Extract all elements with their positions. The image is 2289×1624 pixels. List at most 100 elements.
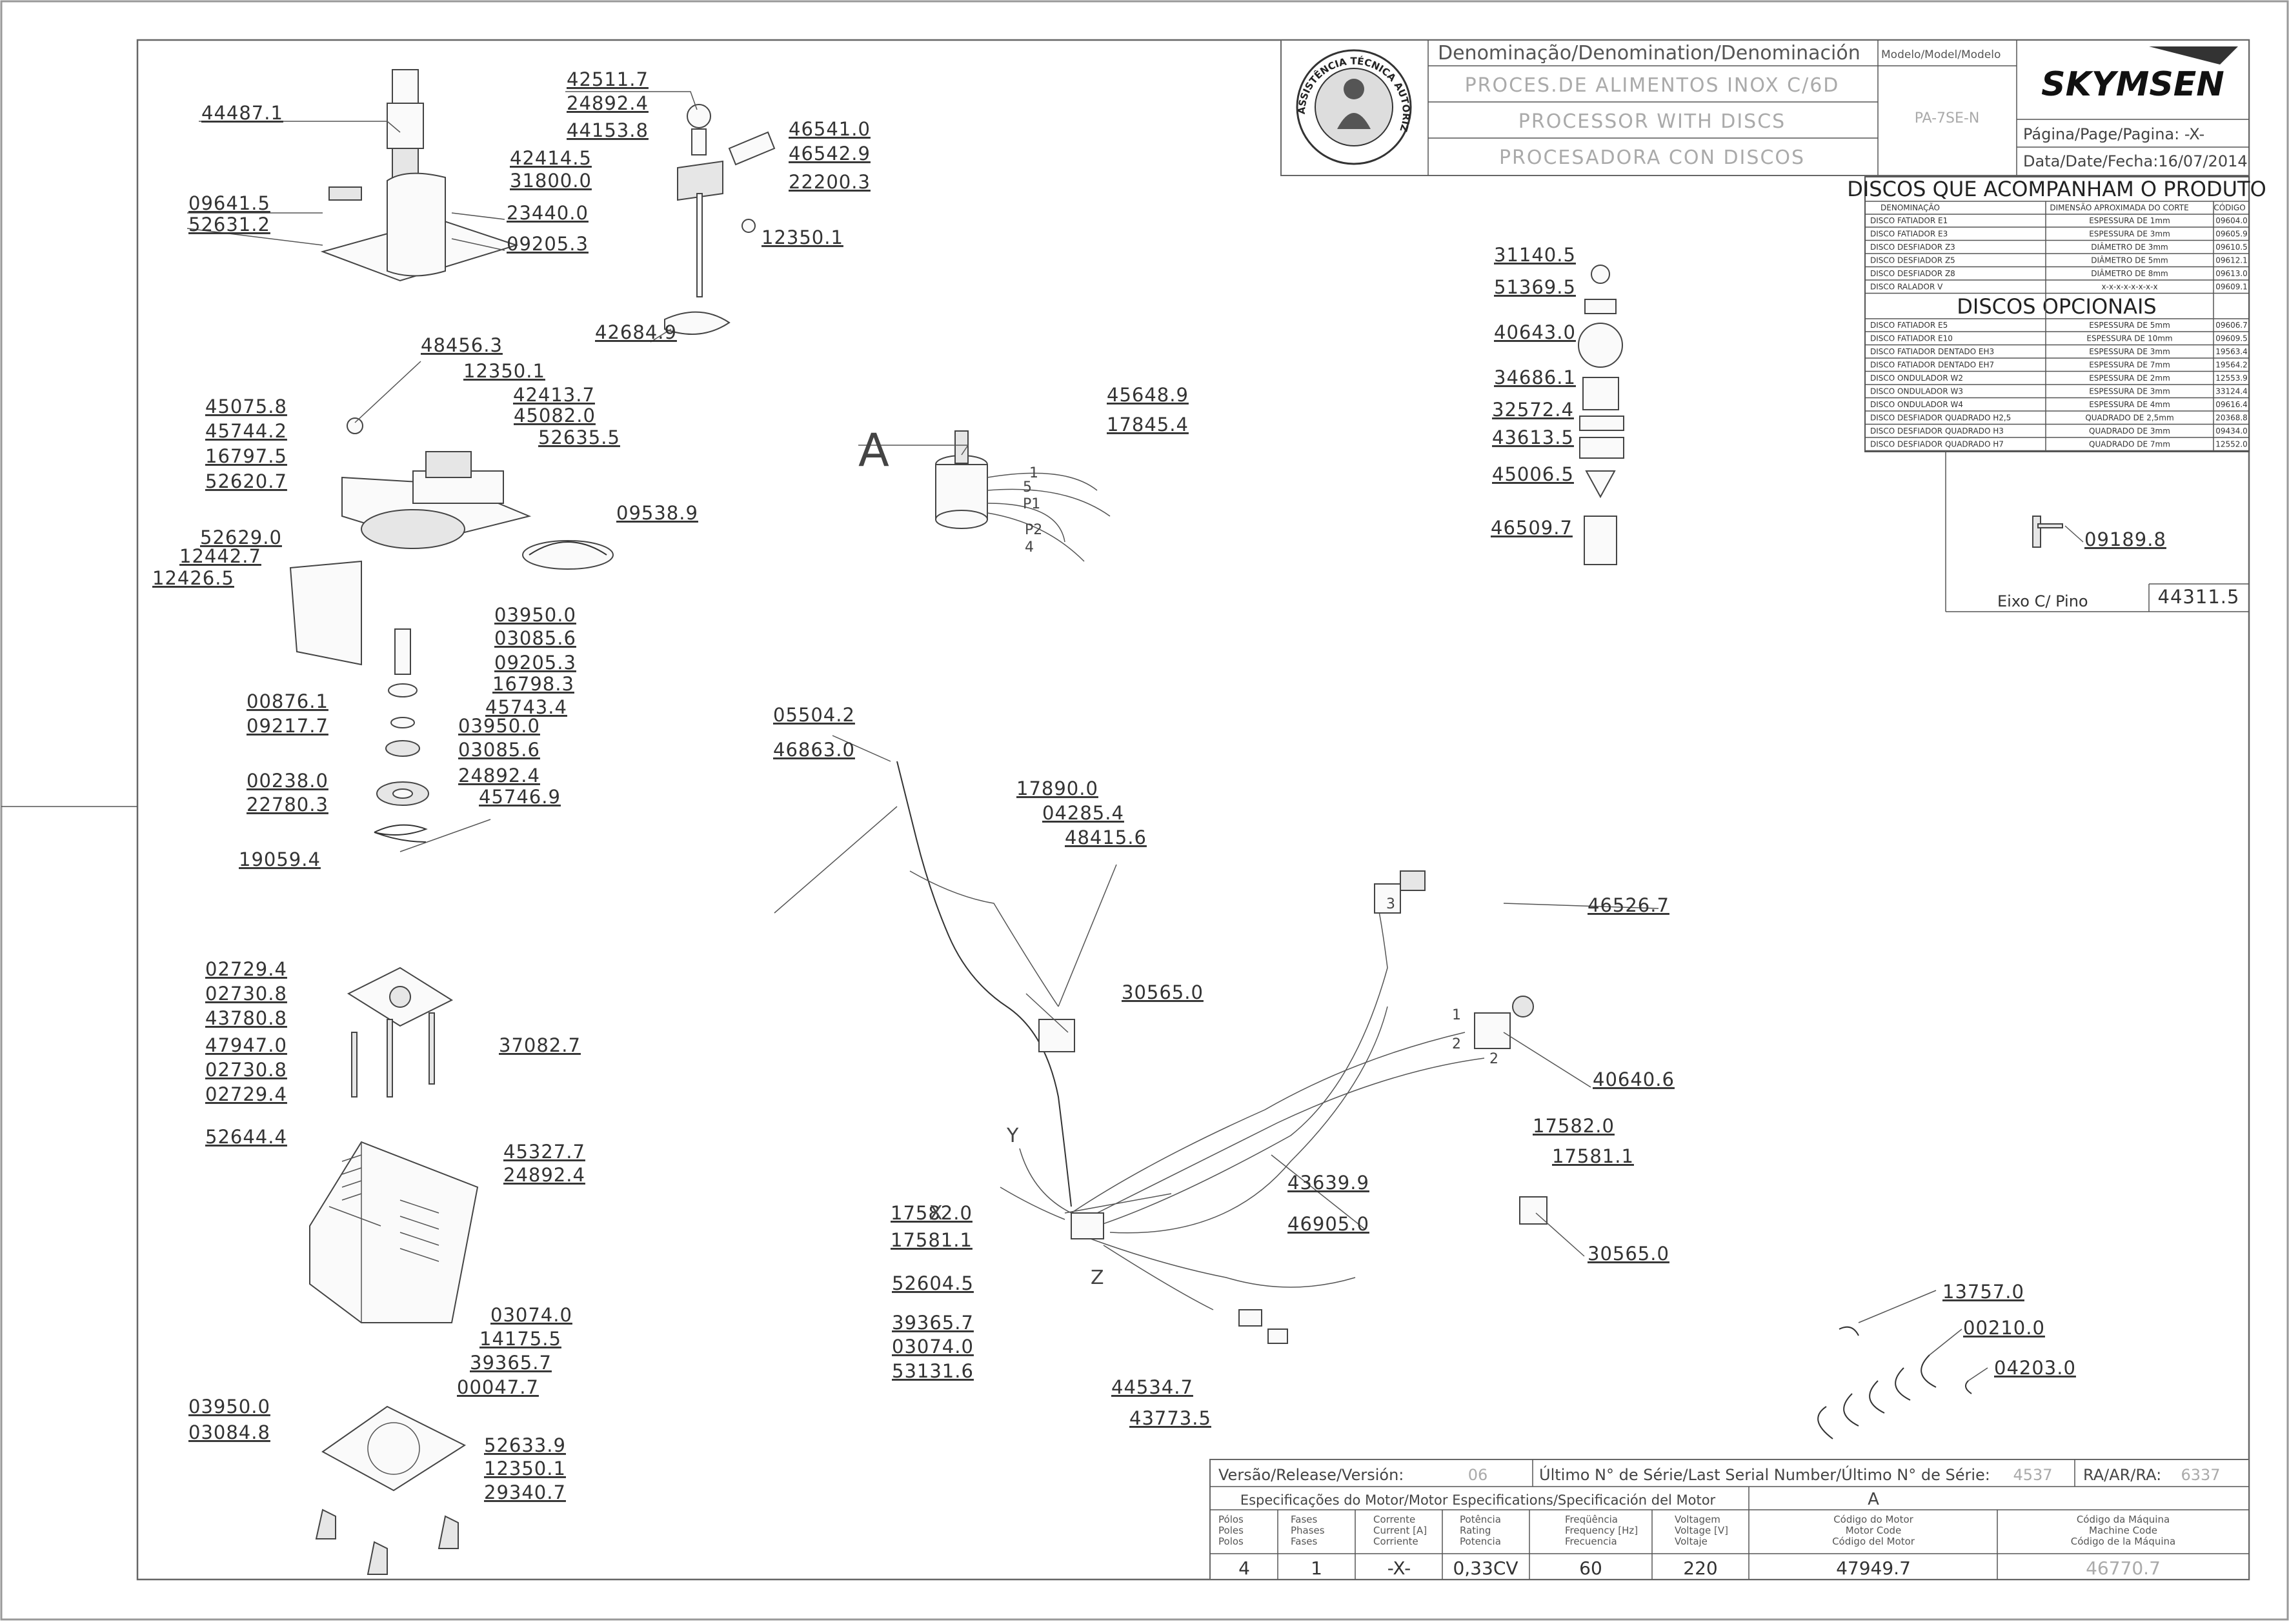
part-label: 43773.5 <box>1129 1407 1211 1429</box>
ra-label: RA/AR/RA: <box>2083 1466 2161 1484</box>
part-label: 43639.9 <box>1287 1172 1369 1194</box>
disc-dimension: ESPESSURA DE 3mm <box>2089 387 2170 396</box>
disc-code: 09606.7 <box>2215 321 2248 330</box>
labels-and-stickers <box>1578 265 1624 565</box>
disc-name: DISCO ONDULADOR W2 <box>1870 374 1963 383</box>
spec-header: Voltagem <box>1675 1514 1720 1525</box>
part-label: 39365.7 <box>892 1312 974 1334</box>
part-label: 46541.0 <box>789 118 871 140</box>
disc-name: DISCO DESFIADOR Z5 <box>1870 256 1955 265</box>
ra-value: 6337 <box>2181 1466 2220 1484</box>
disc-name: DISCO FATIADOR DENTADO EH3 <box>1870 347 1994 356</box>
disc-dimension: ESPESSURA DE 3mm <box>2089 230 2170 239</box>
spec-header: Código de la Máquina <box>2071 1536 2175 1547</box>
part-label: 52633.9 <box>484 1434 566 1456</box>
part-label: 32572.4 <box>1492 399 1574 421</box>
part-label: 03085.6 <box>494 627 576 649</box>
disc-dimension: x-x-x-x-x-x-x-x <box>2101 283 2157 292</box>
title-block: ASSISTÊNCIA TÉCNICA AUTORIZADA Denominaç… <box>0 0 2250 176</box>
part-label: 46526.7 <box>1588 894 1669 916</box>
part-label: 02730.8 <box>205 1059 287 1081</box>
part-label: 52604.5 <box>892 1272 974 1294</box>
spec-header: Phases <box>1291 1525 1325 1536</box>
shaft-part-number: 09189.8 <box>2084 528 2166 550</box>
wire-mark: 2 <box>1452 1036 1461 1052</box>
part-label: 48456.3 <box>421 334 503 356</box>
part-label: 04203.0 <box>1994 1357 2076 1379</box>
disc-name: DISCO FATIADOR E1 <box>1870 216 1948 225</box>
part-label: 37082.7 <box>499 1034 581 1056</box>
part-label: 44153.8 <box>567 119 649 141</box>
model-header: Modelo/Model/Modelo <box>1881 48 2001 61</box>
drive-shaft-and-bearings <box>374 628 429 843</box>
disc-dimension: ESPESSURA DE 1mm <box>2089 216 2170 225</box>
spec-header: Polos <box>1218 1536 1244 1547</box>
part-label: 12350.1 <box>484 1458 566 1479</box>
part-label: 00210.0 <box>1963 1317 2045 1339</box>
part-label: 02729.4 <box>205 1083 287 1105</box>
spec-header: Poles <box>1218 1525 1244 1536</box>
pusher-assembly <box>664 104 776 335</box>
spec-header: Fases <box>1291 1536 1317 1547</box>
motor-letter: A <box>1868 1490 1879 1509</box>
version-label: Versão/Release/Versión: <box>1218 1466 1404 1484</box>
disc-code: 09605.9 <box>2215 230 2248 239</box>
spec-value: 220 <box>1683 1558 1717 1579</box>
part-label: 03085.6 <box>458 739 540 761</box>
disc-dimension: DIÂMETRO DE 5mm <box>2091 256 2168 265</box>
spec-header: Potencia <box>1460 1536 1501 1547</box>
serial-value: 4537 <box>2013 1466 2052 1484</box>
part-label: 03950.0 <box>458 715 540 737</box>
part-label: 46542.9 <box>789 143 871 165</box>
product-name-en: PROCESSOR WITH DISCS <box>1518 110 1786 133</box>
part-label: 09205.3 <box>494 652 576 674</box>
part-label: 14175.5 <box>479 1328 561 1350</box>
brand-name: SKYMSEN <box>2041 65 2224 104</box>
part-label: 46863.0 <box>773 739 855 761</box>
disc-code: 09604.0 <box>2215 216 2248 225</box>
disc-name: DISCO FATIADOR E3 <box>1870 230 1948 239</box>
part-label: 22200.3 <box>789 171 871 193</box>
part-label: 03950.0 <box>494 604 576 626</box>
disc-row: DISCO ONDULADOR W2 ESPESSURA DE 2mm 12553.… <box>1865 374 2249 385</box>
part-label: 51369.5 <box>1494 276 1576 298</box>
motor-spec-block: Versão/Release/Versión: 06 Último N° de … <box>1209 1459 2250 1580</box>
disc-dimension: ESPESSURA DE 2mm <box>2089 374 2170 383</box>
part-label: 09205.3 <box>507 233 589 255</box>
part-label: 02730.8 <box>205 983 287 1005</box>
part-label: 03074.0 <box>892 1336 974 1358</box>
part-label: 45006.5 <box>1492 463 1574 485</box>
disc-code: 09434.0 <box>2215 426 2248 436</box>
serial-label: Último N° de Série/Last Serial Number/Úl… <box>1539 1465 1990 1484</box>
spec-value: 0,33CV <box>1453 1558 1518 1579</box>
part-label: 17581.1 <box>891 1229 973 1251</box>
disc-code: 12553.9 <box>2215 374 2248 383</box>
page-number: Página/Page/Pagina: -X- <box>2023 125 2204 143</box>
discs-optional-title: DISCOS OPCIONAIS <box>1957 294 2156 319</box>
part-label: 52631.2 <box>188 214 270 236</box>
part-label: 52635.5 <box>538 426 620 448</box>
disc-name: DISCO DESFIADOR QUADRADO H2,5 <box>1870 414 2011 423</box>
wire-mark: X <box>929 1202 943 1225</box>
disc-name: DISCO ONDULADOR W4 <box>1870 400 1963 409</box>
disc-dimension: DIÂMETRO DE 3mm <box>2091 242 2168 252</box>
part-label: 43780.8 <box>205 1007 287 1029</box>
part-label: 40643.0 <box>1494 321 1576 343</box>
wire-mark: 4 <box>1025 539 1034 556</box>
part-label: 04285.4 <box>1042 802 1124 824</box>
part-label: 45327.7 <box>503 1141 585 1163</box>
wire-mark: A <box>858 424 889 477</box>
disc-code: 33124.4 <box>2215 387 2248 396</box>
part-label: 30565.0 <box>1122 981 1204 1003</box>
spec-header: Código del Motor <box>1832 1536 1915 1547</box>
spec-value: -X- <box>1387 1558 1411 1579</box>
